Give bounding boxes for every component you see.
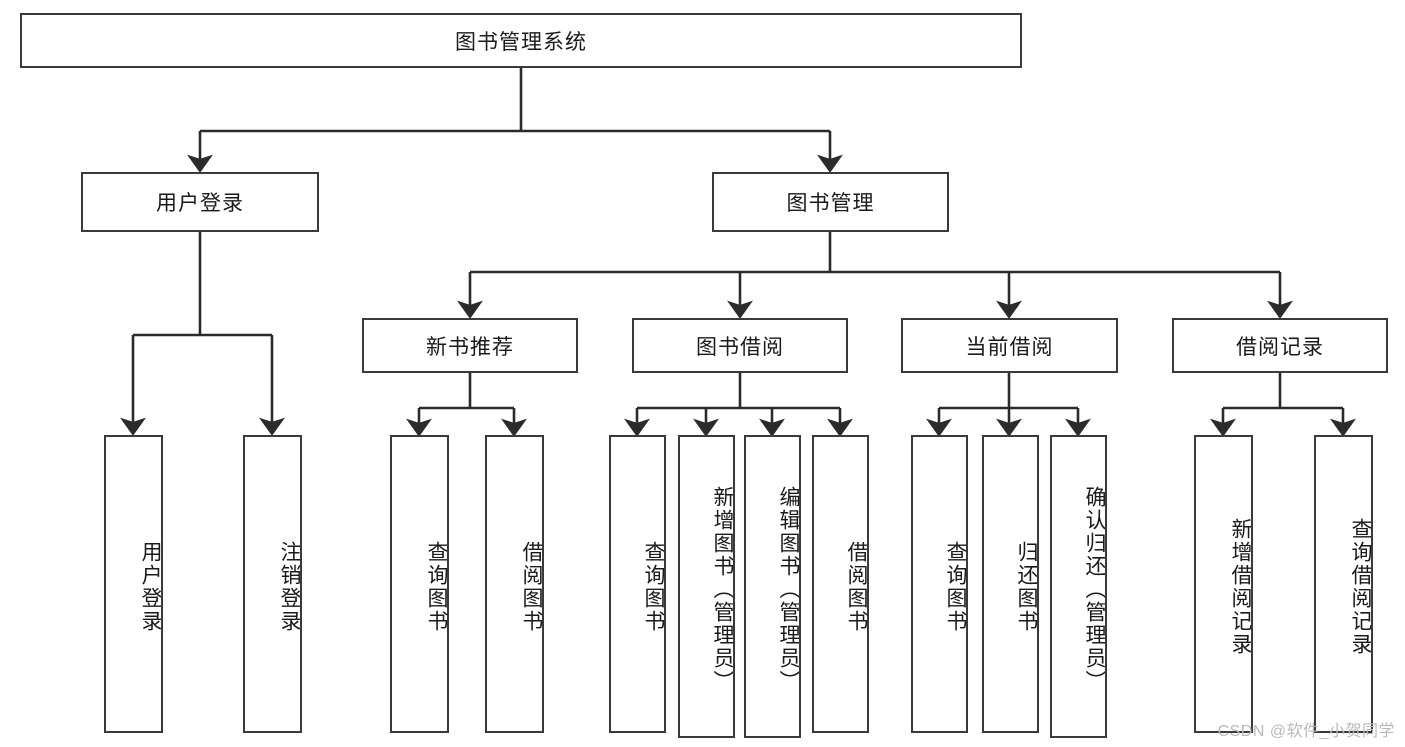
node-leaf-query-borrow-record[interactable]: 查询借阅记录	[1314, 435, 1373, 733]
node-leaf-query-book-1[interactable]: 查询图书	[390, 435, 449, 733]
node-book-borrow-label: 图书借阅	[696, 335, 784, 359]
node-leaf-borrow-book-1[interactable]: 借阅图书	[485, 435, 544, 733]
node-leaf-confirm-return-admin-label: 确认归还（管理员）	[1083, 486, 1106, 693]
node-leaf-query-book-2-label: 查询图书	[642, 541, 665, 633]
node-root-label: 图书管理系统	[455, 30, 587, 54]
node-new-book-recommend[interactable]: 新书推荐	[362, 318, 578, 373]
node-leaf-add-borrow-record-label: 新增借阅记录	[1229, 518, 1252, 656]
node-leaf-query-book-2[interactable]: 查询图书	[609, 435, 666, 733]
node-book-manage-label: 图书管理	[786, 192, 875, 215]
node-leaf-user-login-label: 用户登录	[139, 541, 162, 633]
node-leaf-return-book[interactable]: 归还图书	[982, 435, 1039, 733]
node-leaf-edit-book-admin[interactable]: 编辑图书（管理员）	[744, 435, 801, 738]
node-leaf-confirm-return-admin[interactable]: 确认归还（管理员）	[1050, 435, 1107, 738]
node-leaf-query-book-1-label: 查询图书	[425, 541, 448, 633]
node-current-borrow-label: 当前借阅	[965, 335, 1054, 359]
node-leaf-borrow-book-1-label: 借阅图书	[520, 541, 543, 633]
node-leaf-borrow-book-2[interactable]: 借阅图书	[812, 435, 869, 733]
node-leaf-add-book-admin-label: 新增图书（管理员）	[711, 486, 734, 693]
node-leaf-query-book-3-label: 查询图书	[944, 541, 967, 633]
node-leaf-logout-login[interactable]: 注销登录	[243, 435, 302, 733]
node-leaf-add-borrow-record[interactable]: 新增借阅记录	[1194, 435, 1253, 733]
node-leaf-return-book-label: 归还图书	[1015, 541, 1038, 633]
node-user-login-label: 用户登录	[156, 192, 244, 215]
node-leaf-user-login[interactable]: 用户登录	[104, 435, 163, 733]
node-book-manage[interactable]: 图书管理	[712, 172, 949, 232]
node-leaf-borrow-book-2-label: 借阅图书	[845, 541, 868, 633]
node-leaf-add-book-admin[interactable]: 新增图书（管理员）	[678, 435, 735, 738]
watermark-text: CSDN @软件_小贺同学	[1217, 723, 1395, 740]
node-root[interactable]: 图书管理系统	[20, 13, 1022, 68]
node-borrow-record[interactable]: 借阅记录	[1172, 318, 1388, 373]
node-borrow-record-label: 借阅记录	[1236, 335, 1324, 359]
node-leaf-edit-book-admin-label: 编辑图书（管理员）	[777, 486, 800, 693]
node-leaf-query-book-3[interactable]: 查询图书	[911, 435, 968, 733]
node-leaf-logout-login-label: 注销登录	[278, 541, 301, 633]
node-leaf-query-borrow-record-label: 查询借阅记录	[1349, 518, 1372, 656]
node-book-borrow[interactable]: 图书借阅	[632, 318, 848, 373]
node-current-borrow[interactable]: 当前借阅	[901, 318, 1118, 373]
node-user-login[interactable]: 用户登录	[81, 172, 319, 232]
node-new-book-recommend-label: 新书推荐	[426, 335, 514, 359]
